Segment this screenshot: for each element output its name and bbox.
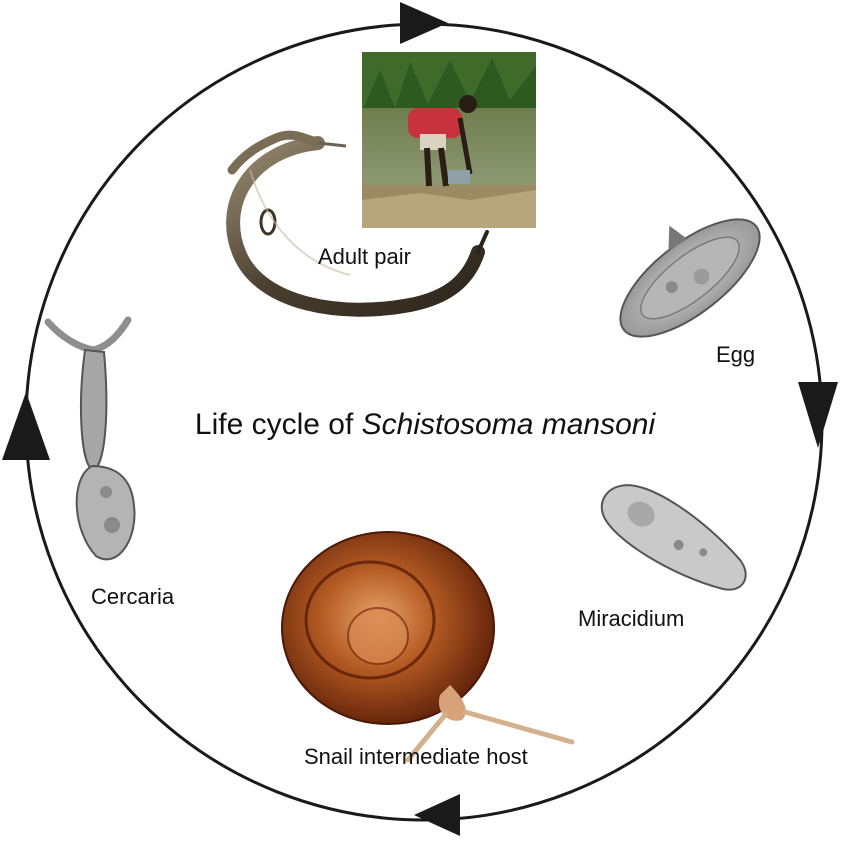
cercaria-label: Cercaria [91,584,175,609]
arrow-right-icon [798,382,838,448]
water-contact-photo [362,52,536,228]
adult-pair-label: Adult pair [318,244,411,269]
title-species: Schistosoma mansoni [361,408,656,441]
miracidium-illustration [600,484,747,591]
adult-pair-illustration [226,130,489,317]
miracidium-label: Miracidium [578,606,685,631]
arrow-bottom-icon [414,794,460,836]
arrow-top-icon [400,2,448,44]
arrow-left-icon [2,392,50,460]
egg-illustration [619,218,761,338]
title-prefix: Life cycle of [194,408,362,441]
egg-label: Egg [716,342,756,367]
cercaria-illustration [44,316,136,561]
snail-illustration [281,531,575,763]
snail-label: Snail intermediate host [304,744,528,769]
diagram-title: Life cycle of Schistosoma mansoni [0,408,850,442]
